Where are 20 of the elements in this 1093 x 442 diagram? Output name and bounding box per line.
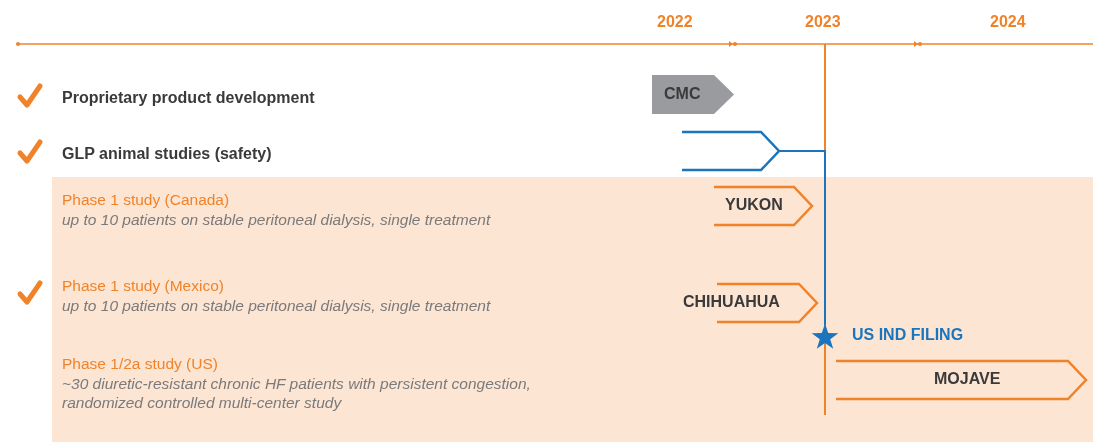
study-chevron: YUKON (714, 186, 814, 226)
study-description: up to 10 patients on stable peritoneal dialysis, single treatment (62, 211, 491, 230)
study-title: Phase 1/2a study (US) (62, 355, 218, 374)
year-label: 2022 (657, 12, 693, 32)
milestone-label: US IND FILING (852, 325, 964, 345)
study-description: ~30 diuretic-resistant chronic HF patients with persistent congestion, randomized controlled multi-center study (62, 375, 532, 413)
connector-line (778, 150, 826, 326)
star-icon (811, 323, 839, 350)
study-chevron: CHIHUAHUA (680, 283, 819, 323)
year-label: 2024 (990, 12, 1026, 32)
milestone-chevron: CMC (652, 75, 734, 114)
year-label: 2023 (805, 12, 841, 32)
task-label: GLP animal studies (safety) (62, 144, 272, 164)
highlight-band (52, 177, 1093, 442)
study-title: Phase 1 study (Mexico) (62, 277, 224, 296)
study-description: up to 10 patients on stable peritoneal dialysis, single treatment (62, 297, 491, 316)
bracket-bar (682, 131, 781, 171)
study-chevron: MOJAVE (836, 360, 1088, 400)
task-label: Proprietary product development (62, 88, 315, 108)
study-title: Phase 1 study (Canada) (62, 191, 230, 210)
